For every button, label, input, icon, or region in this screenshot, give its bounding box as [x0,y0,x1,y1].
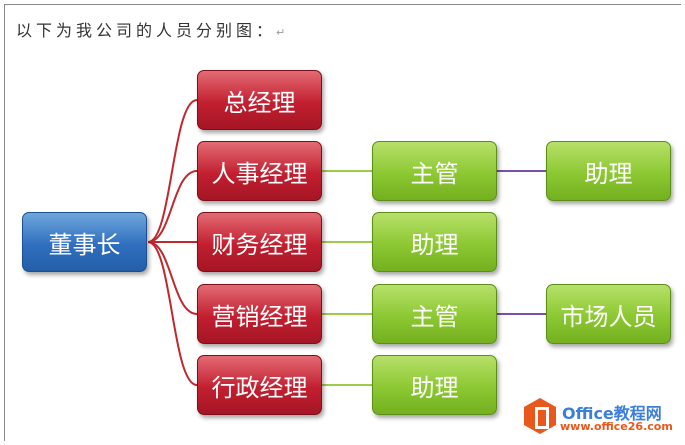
node-admin-assistant[interactable]: 助理 [372,355,497,415]
node-finance-manager[interactable]: 财务经理 [197,212,322,272]
node-marketing-supervisor[interactable]: 主管 [372,284,497,344]
office-logo-icon [524,398,556,434]
watermark-url: www.office26.com [560,420,673,433]
watermark-name: Office教程网 [562,404,662,423]
connector-ceo-hr [147,170,198,243]
heading: 以下为我公司的人员分别图：↵ [16,17,285,41]
connector-ceo-mkt [147,241,198,315]
paragraph-mark: ↵ [276,26,286,39]
node-finance-assistant[interactable]: 助理 [372,212,497,272]
node-marketing-staff[interactable]: 市场人员 [546,284,671,344]
node-general-manager[interactable]: 总经理 [197,70,322,130]
node-chairman[interactable]: 董事长 [22,212,147,272]
node-marketing-manager[interactable]: 营销经理 [197,284,322,344]
node-admin-manager[interactable]: 行政经理 [197,355,322,415]
connector-ceo-admin [147,241,198,386]
node-hr-assistant[interactable]: 助理 [546,141,671,201]
node-hr-supervisor[interactable]: 主管 [372,141,497,201]
connector-ceo-gm [147,99,198,243]
watermark-logo: Office教程网 www.office26.com [522,398,682,438]
heading-text: 以下为我公司的人员分别图： [16,21,277,40]
image-frame [4,4,681,441]
node-hr-manager[interactable]: 人事经理 [197,141,322,201]
